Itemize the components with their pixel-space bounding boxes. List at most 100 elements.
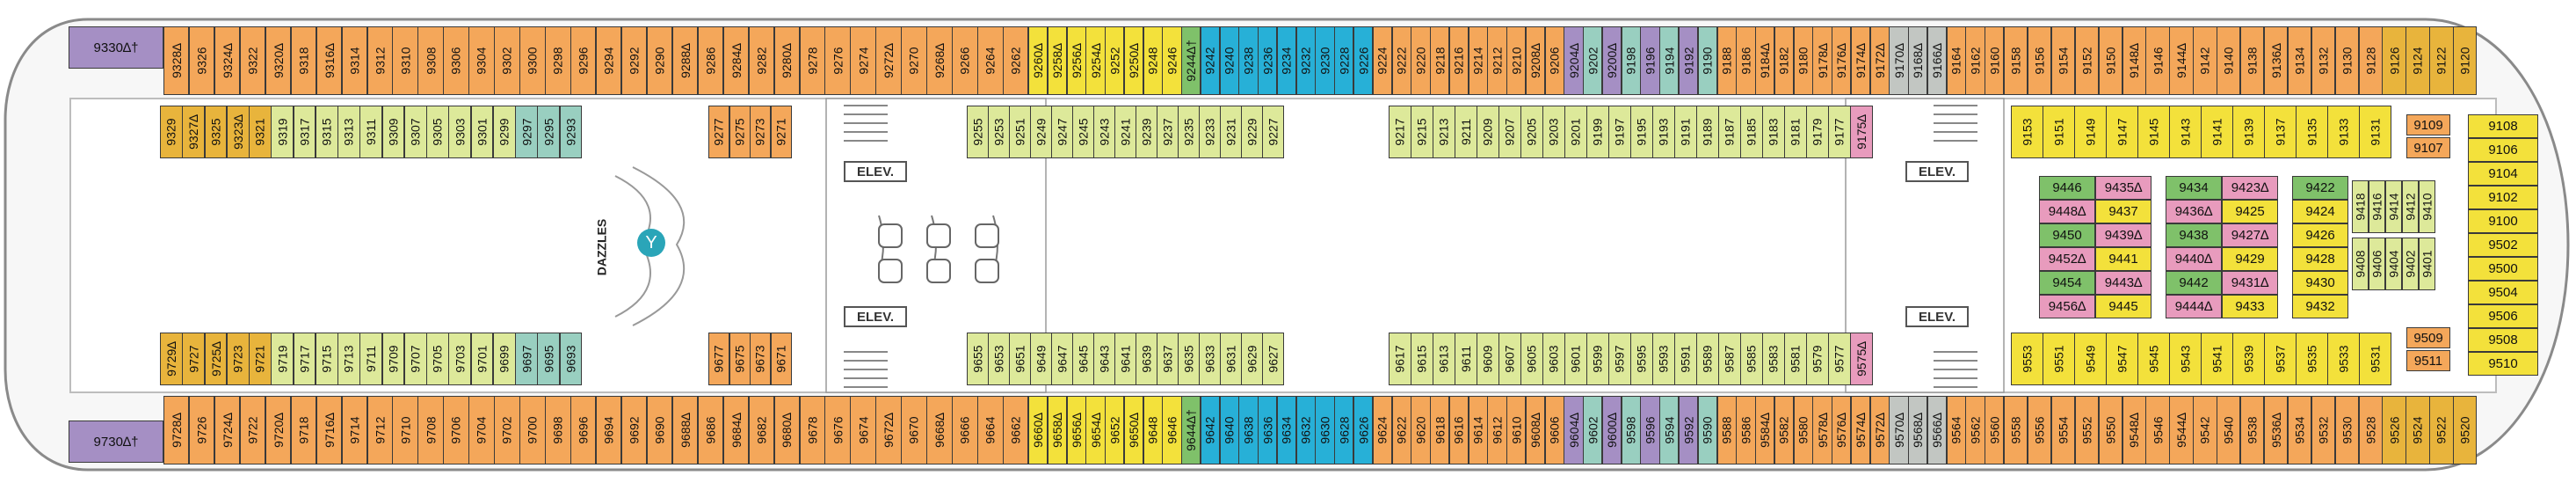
cabin[interactable]: 9664	[977, 396, 1004, 464]
cabin[interactable]: 9128	[2358, 26, 2383, 95]
cabin[interactable]: 9210	[1506, 26, 1527, 95]
cabin[interactable]: 9556	[2027, 396, 2052, 464]
cabin[interactable]: 9319	[271, 106, 294, 158]
cabin[interactable]: 9308	[417, 26, 444, 95]
cabin[interactable]: 9296	[570, 26, 597, 95]
cabin[interactable]: 9618	[1430, 396, 1450, 464]
cabin[interactable]: 9595	[1630, 333, 1653, 385]
cabin[interactable]: 9572∆	[1869, 396, 1890, 464]
cabin[interactable]: 9312	[366, 26, 393, 95]
cabin[interactable]: 9239	[1136, 106, 1157, 158]
cabin[interactable]: 9164	[1946, 26, 1966, 95]
cabin[interactable]: 9160	[1985, 26, 2005, 95]
cabin[interactable]: 9603	[1542, 333, 1565, 385]
cabin[interactable]: 9446	[2039, 176, 2095, 200]
cabin[interactable]: 9235	[1178, 106, 1200, 158]
cabin[interactable]: 9439∆	[2095, 223, 2152, 247]
cabin[interactable]: 9149	[2074, 106, 2107, 158]
cabin[interactable]: 9186	[1736, 26, 1756, 95]
cabin[interactable]: 9613	[1433, 333, 1455, 385]
cabin[interactable]: 9212	[1487, 26, 1507, 95]
cabin[interactable]: 9222	[1391, 26, 1411, 95]
cabin[interactable]: 9404	[2385, 238, 2402, 290]
cabin[interactable]: 9254∆	[1085, 26, 1106, 95]
cabin[interactable]: 9675	[729, 333, 751, 385]
cabin[interactable]: 9170∆	[1889, 26, 1909, 95]
cabin[interactable]: 9668∆	[926, 396, 953, 464]
cabin[interactable]: 9536∆	[2263, 396, 2289, 464]
cabin[interactable]: 9147	[2106, 106, 2138, 158]
cabin[interactable]: 9252	[1105, 26, 1125, 95]
cabin[interactable]: 9634	[1276, 396, 1297, 464]
cabin[interactable]: 9678	[799, 396, 825, 464]
cabin[interactable]: 9201	[1564, 106, 1587, 158]
cabin[interactable]: 9713	[337, 333, 360, 385]
cabin[interactable]: 9633	[1199, 333, 1221, 385]
cabin[interactable]: 9154	[2050, 26, 2076, 95]
cabin[interactable]: 9580	[1793, 396, 1813, 464]
cabin[interactable]: 9241	[1114, 106, 1136, 158]
cabin[interactable]: 9635	[1178, 333, 1200, 385]
cabin[interactable]: 9591	[1674, 333, 1697, 385]
cabin[interactable]: 9329	[160, 106, 183, 158]
cabin[interactable]: 9724∆	[214, 396, 241, 464]
cabin[interactable]: 9570∆	[1889, 396, 1909, 464]
cabin[interactable]: 9402	[2402, 238, 2419, 290]
cabin[interactable]: 9717	[293, 333, 316, 385]
cabin[interactable]: 9710	[392, 396, 418, 464]
cabin[interactable]: 9205	[1520, 106, 1543, 158]
cabin[interactable]: 9438	[2166, 223, 2222, 247]
cabin[interactable]: 9414	[2385, 180, 2402, 233]
cabin[interactable]: 9532	[2311, 396, 2336, 464]
cabin[interactable]: 9588	[1716, 396, 1737, 464]
cabin[interactable]: 9511	[2406, 350, 2450, 371]
cabin[interactable]: 9510	[2468, 352, 2538, 376]
cabin[interactable]: 9156	[2027, 26, 2052, 95]
cabin[interactable]: 9456∆	[2039, 295, 2095, 318]
cabin[interactable]: 9547	[2106, 333, 2138, 385]
cabin[interactable]: 9562	[1965, 396, 1985, 464]
cabin[interactable]: 9247	[1051, 106, 1073, 158]
cabin[interactable]: 9630	[1315, 396, 1335, 464]
cabin[interactable]: 9553	[2011, 333, 2043, 385]
cabin[interactable]: 9316∆	[316, 26, 343, 95]
cabin[interactable]: 9408	[2352, 238, 2369, 290]
cabin[interactable]: 9728∆	[163, 396, 190, 464]
cabin[interactable]: 9429	[2222, 247, 2278, 271]
cabin[interactable]: 9107	[2406, 137, 2450, 158]
cabin[interactable]: 9530	[2334, 396, 2359, 464]
cabin[interactable]: 9674	[850, 396, 876, 464]
cabin[interactable]: 9524	[2405, 396, 2430, 464]
cabin[interactable]: 9124	[2405, 26, 2430, 95]
cabin[interactable]: 9722	[239, 396, 266, 464]
cabin[interactable]: 9543	[2169, 333, 2202, 385]
cabin[interactable]: 9649	[1030, 333, 1052, 385]
cabin[interactable]: 9502	[2468, 233, 2538, 257]
cabin[interactable]: 9550	[2098, 396, 2122, 464]
cabin[interactable]: 9215	[1411, 106, 1433, 158]
cabin[interactable]: 9317	[293, 106, 316, 158]
cabin[interactable]: 9148∆	[2122, 26, 2146, 95]
cabin[interactable]: 9601	[1564, 333, 1587, 385]
cabin[interactable]: 9590	[1697, 396, 1717, 464]
cabin[interactable]: 9698	[545, 396, 571, 464]
cabin[interactable]: 9574∆	[1850, 396, 1871, 464]
cabin[interactable]: 9718	[290, 396, 317, 464]
cabin[interactable]: 9406	[2369, 238, 2385, 290]
cabin[interactable]: 9697	[515, 333, 538, 385]
cabin[interactable]: 9292	[620, 26, 648, 95]
cabin[interactable]: 9262	[1003, 26, 1029, 95]
cabin[interactable]: 9251	[1009, 106, 1031, 158]
cabin[interactable]: 9250∆	[1123, 26, 1144, 95]
cabin[interactable]: 9326	[188, 26, 215, 95]
cabin[interactable]: 9311	[359, 106, 383, 158]
cabin[interactable]: 9436∆	[2166, 200, 2222, 223]
cabin[interactable]: 9662	[1003, 396, 1029, 464]
cabin[interactable]: 9654∆	[1085, 396, 1106, 464]
cabin[interactable]: 9220	[1411, 26, 1431, 95]
cabin[interactable]: 9631	[1220, 333, 1242, 385]
cabin[interactable]: 9639	[1136, 333, 1157, 385]
cabin[interactable]: 9727	[182, 333, 205, 385]
cabin[interactable]: 9433	[2222, 295, 2278, 318]
cabin[interactable]: 9578∆	[1812, 396, 1832, 464]
